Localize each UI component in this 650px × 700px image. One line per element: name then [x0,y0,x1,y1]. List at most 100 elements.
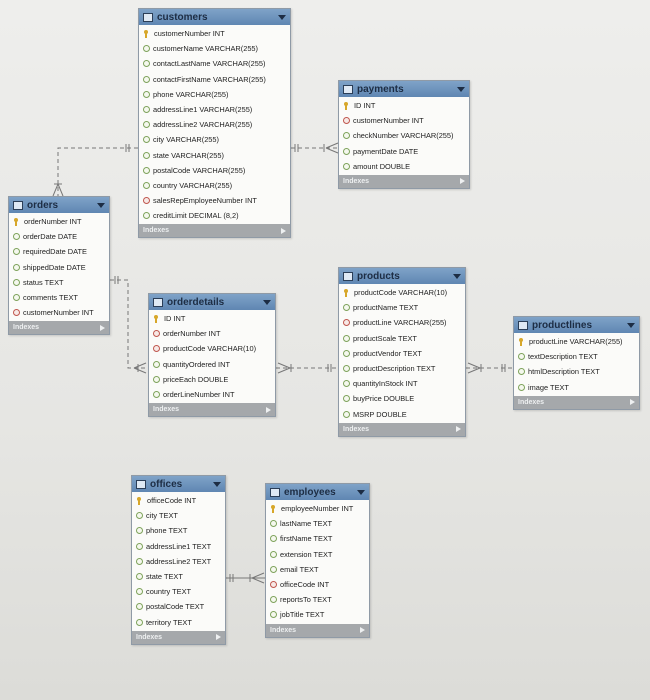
column-row[interactable]: productCode VARCHAR(10) [339,285,465,300]
column-row[interactable]: comments TEXT [9,290,109,305]
column-row[interactable]: customerNumber INT [339,113,469,128]
column-row[interactable]: state TEXT [132,569,225,584]
column-row[interactable]: MSRP DOUBLE [339,407,465,422]
column-row[interactable]: priceEach DOUBLE [149,372,275,387]
collapse-caret-icon[interactable] [627,322,635,328]
column-row[interactable]: postalCode TEXT [132,599,225,614]
column-row[interactable]: creditLimit DECIMAL (8,2) [139,208,290,223]
column-row[interactable]: productVendor TEXT [339,346,465,361]
collapse-caret-icon[interactable] [97,202,105,208]
collapse-caret-icon[interactable] [457,86,465,92]
indexes-footer[interactable]: Indexes [9,321,109,335]
indexes-footer[interactable]: Indexes [139,224,290,238]
entity-header[interactable]: orderdetails [149,294,275,310]
expand-caret-icon[interactable] [630,399,635,406]
column-row[interactable]: quantityInStock INT [339,376,465,391]
expand-caret-icon[interactable] [100,324,105,331]
column-row[interactable]: city VARCHAR(255) [139,132,290,147]
column-row[interactable]: officeCode INT [132,493,225,508]
column-row[interactable]: htmlDescription TEXT [514,364,639,379]
column-row[interactable]: productLine VARCHAR(255) [514,334,639,349]
indexes-footer[interactable]: Indexes [514,395,639,409]
column-row[interactable]: orderNumber INT [9,214,109,229]
column-row[interactable]: email TEXT [266,562,369,577]
column-row[interactable]: state VARCHAR(255) [139,148,290,163]
column-row[interactable]: requiredDate DATE [9,244,109,259]
entity-header[interactable]: customers [139,9,290,25]
column-row[interactable]: city TEXT [132,508,225,523]
column-row[interactable]: customerNumber INT [9,305,109,320]
entity-header[interactable]: employees [266,484,369,500]
column-row[interactable]: contactFirstName VARCHAR(255) [139,72,290,87]
column-row[interactable]: customerName VARCHAR(255) [139,41,290,56]
column-row[interactable]: orderDate DATE [9,229,109,244]
indexes-footer[interactable]: Indexes [132,630,225,644]
column-row[interactable]: lastName TEXT [266,516,369,531]
column-row[interactable]: addressLine2 VARCHAR(255) [139,117,290,132]
expand-caret-icon[interactable] [281,227,286,234]
column-row[interactable]: shippedDate DATE [9,260,109,275]
column-row[interactable]: employeeNumber INT [266,501,369,516]
column-row[interactable]: customerNumber INT [139,26,290,41]
column-row[interactable]: checkNumber VARCHAR(255) [339,128,469,143]
entity-header[interactable]: payments [339,81,469,97]
collapse-caret-icon[interactable] [357,489,365,495]
expand-caret-icon[interactable] [456,426,461,433]
column-row[interactable]: image TEXT [514,380,639,395]
column-row[interactable]: country VARCHAR(255) [139,178,290,193]
column-row[interactable]: paymentDate DATE [339,144,469,159]
indexes-footer[interactable]: Indexes [339,174,469,188]
column-row[interactable]: addressLine1 TEXT [132,539,225,554]
entity-header[interactable]: productlines [514,317,639,333]
column-row[interactable]: productScale TEXT [339,331,465,346]
column-row[interactable]: textDescription TEXT [514,349,639,364]
entity-header[interactable]: products [339,268,465,284]
column-row[interactable]: firstName TEXT [266,531,369,546]
column-row[interactable]: ID INT [339,98,469,113]
column-row[interactable]: productCode VARCHAR(10) [149,341,275,356]
entity-header[interactable]: orders [9,197,109,213]
column-row[interactable]: territory TEXT [132,615,225,630]
column-row[interactable]: addressLine2 TEXT [132,554,225,569]
column-row[interactable]: productDescription TEXT [339,361,465,376]
column-row[interactable]: salesRepEmployeeNumber INT [139,193,290,208]
column-row[interactable]: extension TEXT [266,547,369,562]
column-row[interactable]: ID INT [149,311,275,326]
collapse-caret-icon[interactable] [278,14,286,20]
column-row[interactable]: contactLastName VARCHAR(255) [139,56,290,71]
column-row[interactable]: amount DOUBLE [339,159,469,174]
column-row[interactable]: reportsTo TEXT [266,592,369,607]
expand-caret-icon[interactable] [266,406,271,413]
collapse-caret-icon[interactable] [213,481,221,487]
expand-caret-icon[interactable] [360,627,365,633]
column-row[interactable]: country TEXT [132,584,225,599]
indexes-footer[interactable]: Indexes [266,623,369,637]
collapse-caret-icon[interactable] [263,299,271,305]
column-row[interactable]: orderNumber INT [149,326,275,341]
column-row[interactable]: postalCode VARCHAR(255) [139,163,290,178]
expand-caret-icon[interactable] [460,178,465,185]
column-row[interactable]: phone TEXT [132,523,225,538]
column-row[interactable]: phone VARCHAR(255) [139,87,290,102]
column-row[interactable]: orderLineNumber INT [149,387,275,402]
entity-header[interactable]: offices [132,476,225,492]
column-row[interactable]: buyPrice DOUBLE [339,391,465,406]
indexes-footer[interactable]: Indexes [149,403,275,417]
column-row[interactable]: addressLine1 VARCHAR(255) [139,102,290,117]
collapse-caret-icon[interactable] [453,273,461,279]
column-row[interactable]: quantityOrdered INT [149,357,275,372]
indexes-footer[interactable]: Indexes [339,422,465,436]
column-row[interactable]: productName TEXT [339,300,465,315]
column-row[interactable]: jobTitle TEXT [266,607,369,622]
expand-caret-icon[interactable] [216,634,221,641]
column-row[interactable]: officeCode INT [266,577,369,592]
column-row[interactable]: productLine VARCHAR(255) [339,315,465,330]
